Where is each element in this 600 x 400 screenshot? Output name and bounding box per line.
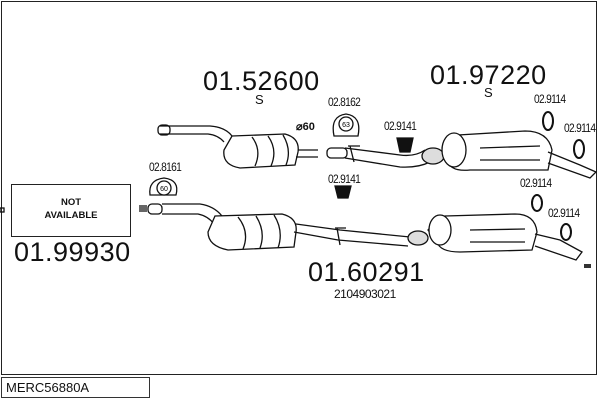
- clamp-upper: [348, 145, 360, 163]
- suffix-rear-silencer: S: [484, 85, 493, 100]
- rubber-3-number: 02.9114: [520, 176, 552, 190]
- part-number-front-pipe: 01.99930: [14, 237, 131, 267]
- clamp-lower: [335, 227, 346, 246]
- lower-inlet-fitting: [139, 205, 147, 212]
- upper-inlet-pipe: [160, 125, 233, 143]
- clamp-front-number: 02.8161: [149, 160, 182, 174]
- rubber-4-icon: [560, 223, 572, 241]
- hanger-upper-icon: [396, 137, 414, 153]
- part-number-rear-silencer: 01.97220: [430, 60, 547, 90]
- not-available-line2: AVAILABLE: [44, 210, 98, 221]
- not-available-line1: NOT: [60, 197, 82, 208]
- rubber-1-icon: [542, 111, 554, 131]
- rubber-3-icon: [531, 194, 543, 212]
- upper-pipe-end: [157, 124, 171, 136]
- suffix-middle-silencer: S: [255, 92, 264, 107]
- rubber-2-number: 02.9114: [564, 121, 596, 135]
- upper-mid-pipe-end: [326, 147, 348, 159]
- lower-middle-silencer-body: [207, 213, 297, 251]
- part-number-lower-silencer: 01.60291: [308, 257, 425, 287]
- flex-joint-lower: [407, 230, 429, 246]
- rubber-4-number: 02.9114: [548, 206, 580, 220]
- hanger-lower-icon: [334, 185, 352, 199]
- flex-joint-upper: [421, 147, 445, 165]
- part-number-middle-silencer: 01.52600: [203, 66, 320, 96]
- diameter-label: ⌀60: [296, 121, 315, 133]
- oe-number: 2104903021: [334, 287, 396, 301]
- middle-silencer-upper-body: [223, 133, 299, 169]
- clamp-front-size: 60: [160, 186, 168, 193]
- lower-pipe-end: [147, 203, 163, 215]
- hanger-lower-number: 02.9141: [328, 172, 361, 186]
- clamp-mid-size: 63: [342, 122, 350, 129]
- diagram-code: MERC56880A: [1, 377, 150, 398]
- hanger-upper-number: 02.9141: [384, 119, 417, 133]
- clamp-mid-number: 02.8162: [328, 95, 361, 109]
- diagram-frame: [1, 1, 597, 375]
- rubber-1-number: 02.9114: [534, 92, 566, 106]
- not-available-box: NOT AVAILABLE: [11, 184, 131, 237]
- rubber-2-icon: [573, 139, 585, 159]
